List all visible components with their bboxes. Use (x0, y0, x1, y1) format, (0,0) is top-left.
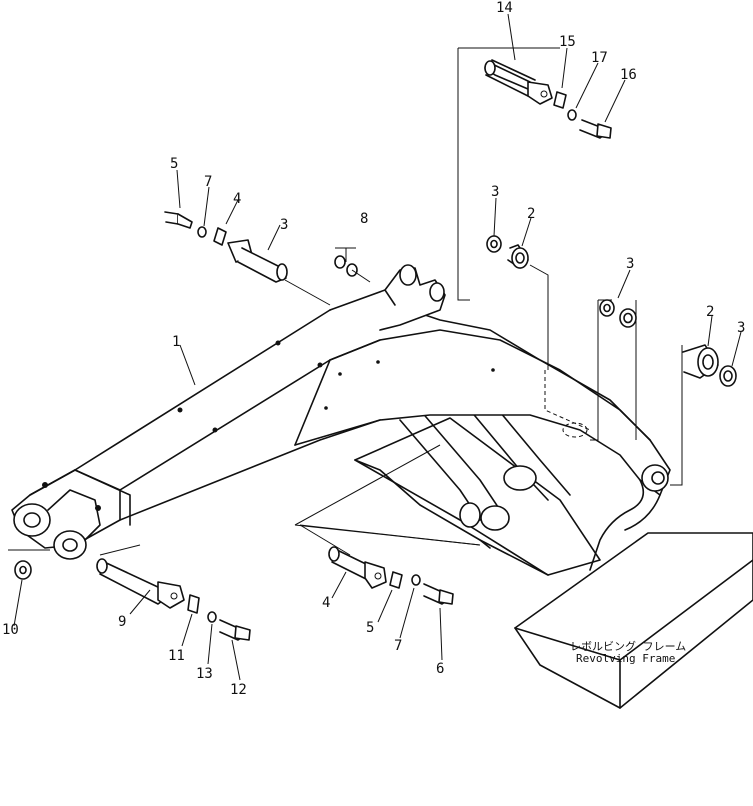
bushings-right-3 (599, 299, 637, 328)
bushings-upper (486, 235, 529, 269)
snap-rings-8 (334, 255, 358, 277)
label-part-4-lower: 4 (322, 595, 330, 611)
label-part-10: 10 (2, 622, 19, 638)
revolving-frame: レボルビング フレーム Revolving Frame (514, 532, 753, 709)
label-part-11: 11 (168, 648, 185, 664)
label-part-17: 17 (591, 50, 608, 66)
label-part-13: 13 (196, 666, 213, 682)
label-part-14: 14 (496, 0, 513, 16)
label-part-3-right: 3 (626, 256, 634, 272)
label-leaders (13, 13, 742, 681)
leader-lines (8, 47, 683, 556)
pin-4-lower-assembly (328, 546, 454, 605)
label-part-2-right: 2 (706, 304, 714, 320)
boom-body (11, 264, 671, 571)
label-part-5-lower: 5 (366, 620, 374, 636)
label-part-9: 9 (118, 614, 126, 630)
label-part-6-upper: 5 (170, 156, 178, 172)
label-part-8: 8 (360, 211, 368, 227)
pin-9-assembly (14, 558, 251, 641)
bushings-far-right (682, 344, 737, 387)
label-part-2-upper: 2 (527, 206, 535, 222)
label-part-7-lower: 7 (394, 638, 402, 654)
label-part-3-far-right: 3 (737, 320, 745, 336)
frame-label-jp: レボルビング フレーム (570, 639, 686, 653)
pin-4-upper-assembly (164, 211, 288, 283)
label-part-6-lower: 6 (436, 661, 444, 677)
frame-label-en: Revolving Frame (576, 652, 675, 665)
label-part-4-upper: 3 (280, 217, 288, 233)
part-number-labels: 14 15 17 16 5 7 4 3 8 3 2 3 2 3 1 10 9 1… (2, 0, 745, 698)
pin-14-assembly (484, 59, 612, 139)
label-part-15: 15 (559, 34, 576, 50)
label-part-12: 12 (230, 682, 247, 698)
label-part-5-upper: 4 (233, 191, 241, 207)
label-part-1: 1 (172, 334, 180, 350)
label-part-7-upper: 7 (204, 174, 212, 190)
label-part-3-upper: 3 (491, 184, 499, 200)
hidden-lines (544, 370, 591, 438)
label-part-16: 16 (620, 67, 637, 83)
